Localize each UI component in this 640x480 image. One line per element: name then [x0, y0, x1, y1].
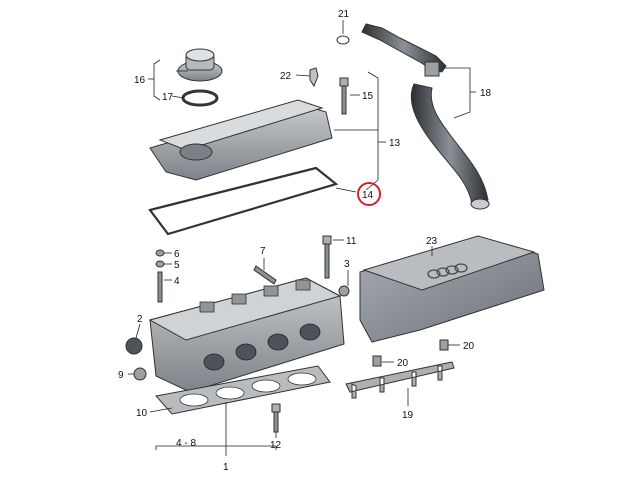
stud-part-7: [253, 265, 277, 285]
cylinder-head-top: [148, 277, 342, 341]
washer-part-5: [155, 260, 165, 268]
hose-connector: [424, 61, 440, 77]
bolt-shaft-11: [324, 243, 330, 279]
callout-6: 6: [174, 249, 180, 260]
callout-12: 12: [270, 440, 282, 451]
bracket-part-19: [345, 361, 455, 399]
callout-16: 16: [134, 75, 146, 86]
callout-10: 10: [136, 408, 148, 419]
oil-cap-head: [185, 48, 215, 62]
callout-7: 7: [260, 246, 266, 257]
nut-part-3: [338, 285, 350, 297]
callout-14: 14: [362, 190, 374, 201]
callout-5: 5: [174, 260, 180, 271]
callout-11: 11: [346, 236, 357, 247]
bolt-shaft-15: [341, 85, 347, 115]
ring-part-21: [336, 35, 350, 45]
callout-2: 2: [137, 314, 143, 325]
logo-emblem: [427, 263, 468, 279]
head-gasket-bores: [179, 372, 317, 407]
breather-hose-lower: [410, 83, 489, 205]
callout-3: 3: [344, 259, 350, 270]
cover-gasket-part-14: [148, 166, 339, 236]
bolt-part-12: [271, 403, 281, 413]
camshaft-bearings: [199, 279, 311, 313]
highlight-circle-part-14: [357, 182, 381, 206]
valve-cover-top: [158, 99, 324, 151]
callout-17: 17: [162, 92, 174, 103]
leader-lines: [128, 20, 476, 456]
callout-labels: 21 16 17 22 15 13 14 18 11 3 6 5 4 7 23 …: [118, 9, 492, 473]
callout-21: 21: [338, 9, 350, 20]
callout-15: 15: [362, 91, 374, 102]
engine-cover-top: [362, 235, 536, 291]
bolt-shaft-12: [273, 411, 279, 433]
callout-22: 22: [280, 71, 292, 82]
callout-4-8: 4 - 8: [176, 438, 196, 449]
intake-ports: [203, 323, 321, 371]
seal-part-2: [125, 337, 143, 355]
callout-20-right: 20: [463, 341, 475, 352]
stud-part-4: [157, 271, 163, 303]
bolt-part-11: [322, 235, 332, 245]
callout-4: 4: [174, 276, 180, 287]
clip-part-22: [309, 67, 319, 88]
bolt-part-15: [339, 77, 349, 87]
callout-18: 18: [480, 88, 492, 99]
grommet-part-20b: [439, 339, 449, 351]
cap-seal-part-17: [181, 89, 219, 107]
callout-20-left: 20: [397, 358, 409, 369]
grommet-part-20a: [372, 355, 382, 367]
valve-cover-filler-neck: [179, 143, 213, 161]
callout-1: 1: [223, 462, 229, 473]
callout-13: 13: [389, 138, 401, 149]
callout-9: 9: [118, 370, 124, 381]
plug-part-9: [133, 367, 147, 381]
callout-23: 23: [426, 236, 438, 247]
hose-end: [470, 198, 490, 210]
breather-hose-upper: [361, 23, 447, 73]
callout-19: 19: [402, 410, 414, 421]
washer-part-6: [155, 249, 165, 257]
